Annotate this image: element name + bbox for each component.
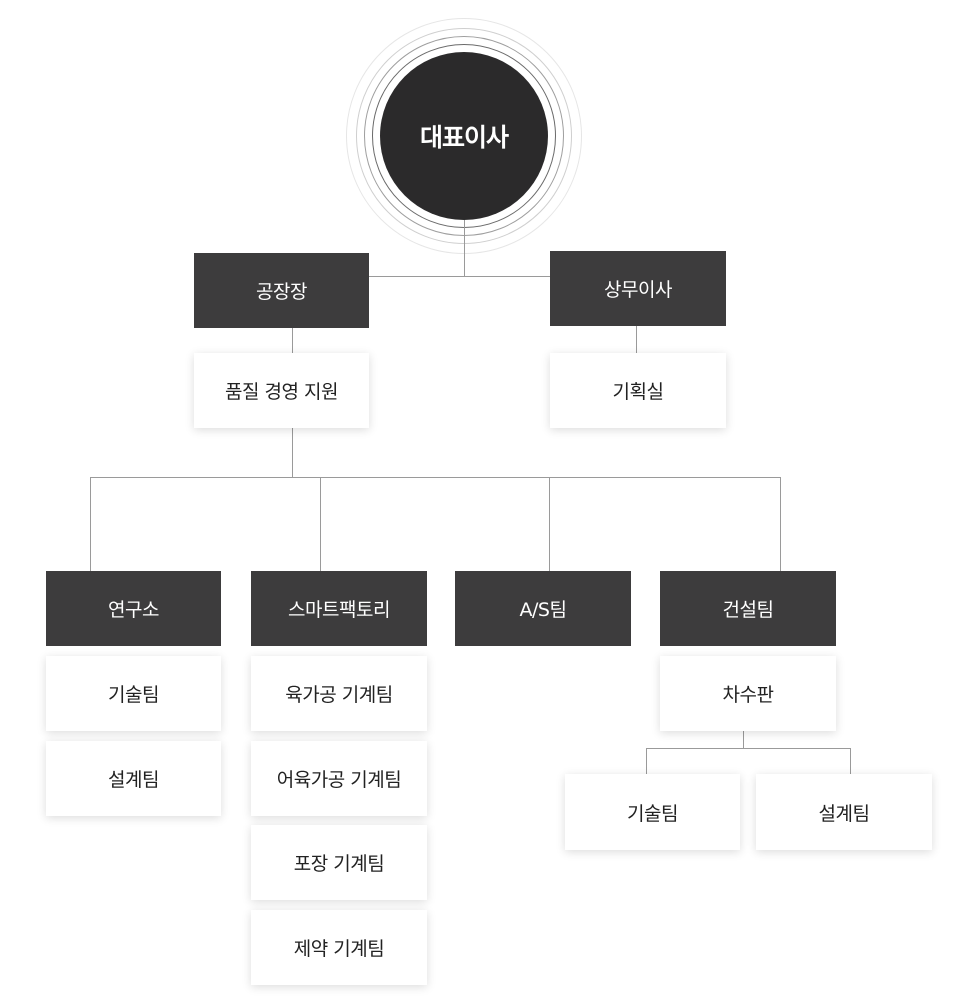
construction-design-team-node: 설계팀 [756, 774, 932, 850]
factory-head-node: 공장장 [194, 253, 369, 328]
connector-construction [780, 477, 781, 571]
construction-tech-team-node: 기술팀 [565, 774, 740, 850]
meat-processing-team-node: 육가공 기계팀 [251, 656, 427, 731]
construction-team-node: 건설팀 [660, 571, 836, 646]
connector-as [549, 477, 550, 571]
connector-level1-horizontal [368, 276, 552, 277]
connector-director-planning [636, 325, 637, 353]
waterproof-panel-node: 차수판 [660, 656, 836, 731]
connector-construction-teams-horizontal [646, 748, 851, 749]
connector-smart-factory [320, 477, 321, 571]
connector-construction-tech [646, 748, 647, 774]
connector-quality-down [292, 428, 293, 477]
connector-construction-design [850, 748, 851, 774]
planning-office-node: 기획실 [550, 353, 726, 428]
quality-management-node: 품질 경영 지원 [194, 353, 369, 428]
research-design-team-node: 설계팀 [46, 741, 221, 816]
smart-factory-node: 스마트팩토리 [251, 571, 427, 646]
pharma-team-node: 제약 기계팀 [251, 910, 427, 985]
connector-waterproof-down [743, 730, 744, 748]
connector-departments-horizontal [90, 477, 781, 478]
managing-director-node: 상무이사 [550, 251, 726, 326]
connector-research [90, 477, 91, 571]
connector-factory-quality [292, 327, 293, 353]
research-tech-team-node: 기술팀 [46, 656, 221, 731]
fish-processing-team-node: 어육가공 기계팀 [251, 741, 427, 816]
connector-ceo-down [464, 210, 465, 276]
as-team-node: A/S팀 [455, 571, 631, 646]
ceo-node: 대표이사 [380, 52, 548, 220]
packaging-team-node: 포장 기계팀 [251, 825, 427, 900]
research-node: 연구소 [46, 571, 221, 646]
